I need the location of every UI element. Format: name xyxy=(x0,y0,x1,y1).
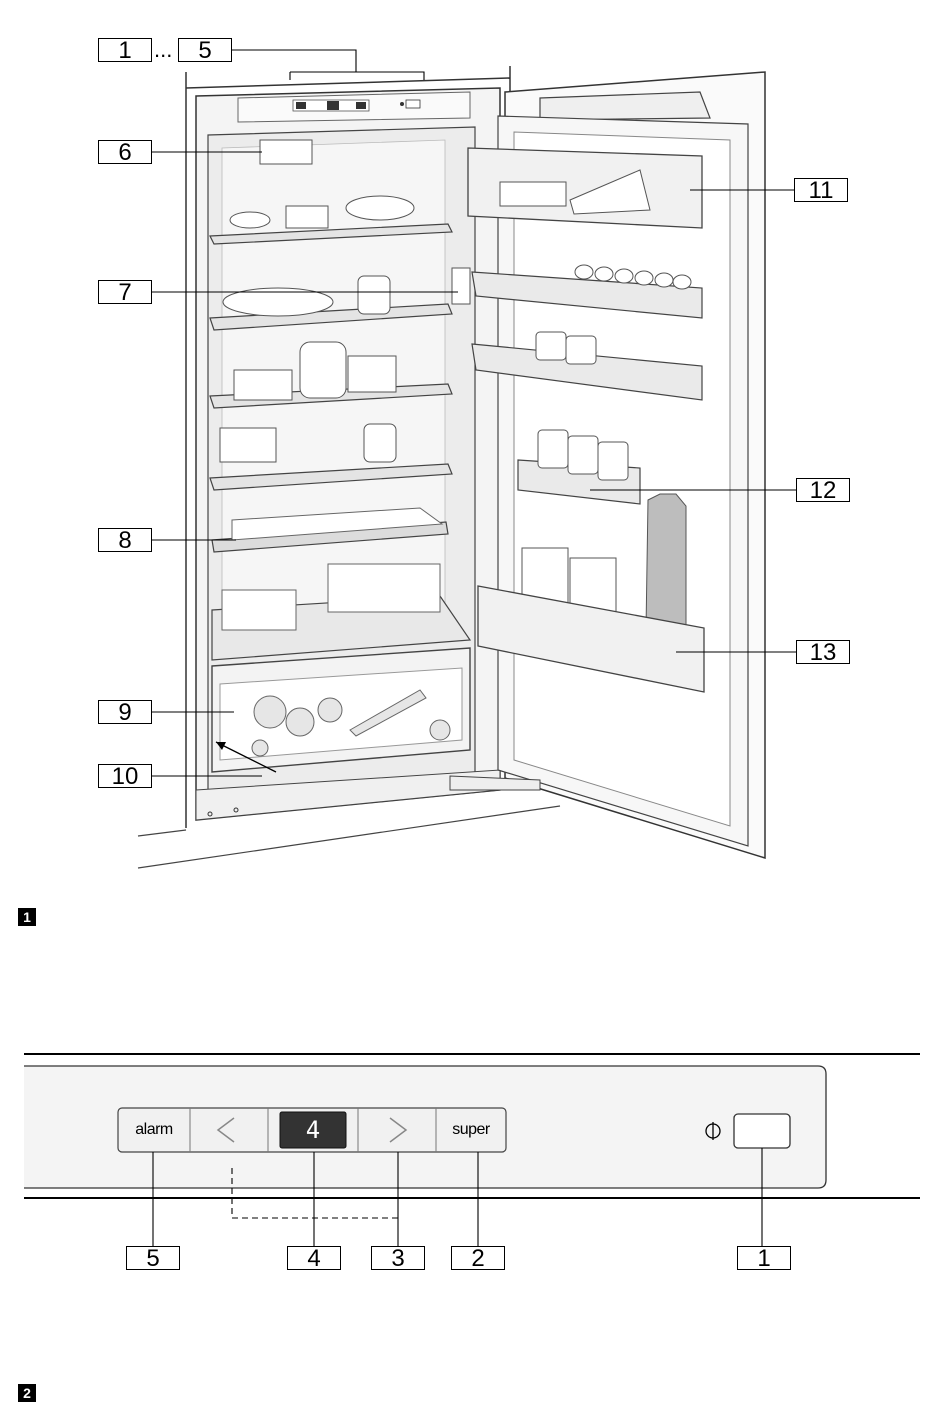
callout-8: 8 xyxy=(98,528,152,552)
super-button-label: super xyxy=(452,1121,490,1139)
alarm-button[interactable]: alarm xyxy=(118,1108,190,1152)
increase-button[interactable] xyxy=(358,1108,436,1152)
panel-callout-4: 4 xyxy=(287,1246,341,1270)
callout-9: 9 xyxy=(98,700,152,724)
super-button[interactable]: super xyxy=(436,1108,506,1152)
callout-7: 7 xyxy=(98,280,152,304)
decrease-button[interactable] xyxy=(190,1108,268,1152)
callout-11: 11 xyxy=(794,178,848,202)
panel-callout-3: 3 xyxy=(371,1246,425,1270)
callout-10: 10 xyxy=(98,764,152,788)
temperature-display: 4 xyxy=(280,1112,346,1148)
panel-callout-1: 1 xyxy=(737,1246,791,1270)
panel-callout-2: 2 xyxy=(451,1246,505,1270)
figure-1-marker: 1 xyxy=(18,908,36,926)
figure-2-marker: 2 xyxy=(18,1384,36,1402)
callout-5-top: 5 xyxy=(178,38,232,62)
temperature-value: 4 xyxy=(306,1116,320,1144)
power-button[interactable] xyxy=(734,1114,790,1148)
callout-1-top: 1 xyxy=(98,38,152,62)
callout-ellipsis: ... xyxy=(154,38,172,62)
callout-12: 12 xyxy=(796,478,850,502)
panel-callout-5: 5 xyxy=(126,1246,180,1270)
alarm-button-label: alarm xyxy=(135,1121,173,1139)
fridge-illustration xyxy=(0,0,950,880)
callout-6: 6 xyxy=(98,140,152,164)
callout-13: 13 xyxy=(796,640,850,664)
